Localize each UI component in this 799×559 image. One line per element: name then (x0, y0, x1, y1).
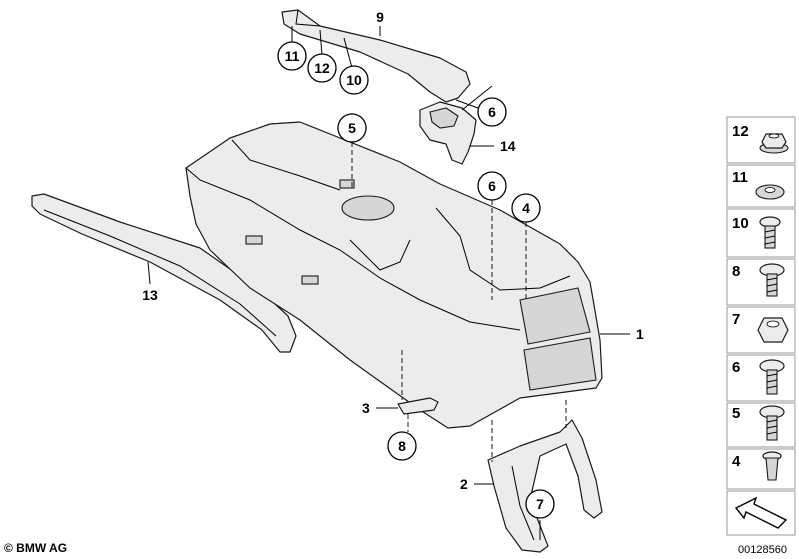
hex-nut-icon (757, 317, 789, 343)
callout-10: 10 (346, 72, 362, 88)
callout-6-mid: 6 (488, 178, 496, 194)
callout-circle-10 (339, 65, 369, 95)
callout-8: 8 (398, 438, 406, 454)
callout-2: 2 (460, 476, 468, 492)
diagram-number: 00128560 (738, 544, 787, 556)
centre-console-part (185, 121, 603, 429)
copyright-text: © BMW AG (4, 541, 67, 555)
callout-circle-6-mid (477, 171, 507, 201)
washer-icon (755, 184, 785, 200)
screw-icon (759, 359, 785, 395)
callout-4: 4 (522, 200, 530, 216)
callout-3: 3 (362, 400, 370, 416)
legend-label-11: 11 (732, 169, 748, 186)
callout-7: 7 (536, 496, 544, 512)
legend-box-10 (726, 208, 796, 258)
small-bracket-part (397, 397, 439, 415)
side-trim-part (31, 193, 297, 353)
clip-part (419, 101, 477, 165)
callout-circle-8 (387, 431, 417, 461)
fastener-legend: 12 11 10 8 7 (726, 116, 796, 536)
callout-6-top: 6 (488, 104, 496, 120)
callout-11: 11 (285, 48, 300, 64)
legend-label-7: 7 (732, 311, 740, 328)
legend-label-10: 10 (732, 215, 749, 232)
screw-icon (759, 405, 785, 441)
expanding-rivet-icon (762, 451, 782, 481)
callout-circle-11 (277, 41, 307, 71)
legend-label-6: 6 (732, 359, 740, 376)
callout-circle-12 (307, 53, 337, 83)
callout-9: 9 (376, 9, 384, 25)
callout-1: 1 (636, 326, 644, 342)
callout-circle-7 (525, 489, 555, 519)
legend-box-8 (726, 258, 796, 306)
callout-circle-4 (511, 193, 541, 223)
callout-14: 14 (500, 138, 516, 154)
holder-bracket-part (487, 419, 603, 553)
legend-label-4: 4 (732, 453, 741, 470)
legend-box-arrow (726, 490, 796, 536)
callout-13: 13 (142, 287, 158, 303)
trim-strip-part (281, 9, 471, 103)
screw-icon (759, 216, 781, 249)
legend-label-12: 12 (732, 123, 749, 140)
callouts: 9 11 12 10 6 14 5 6 4 1 13 3 8 2 7 (142, 9, 644, 519)
callout-5: 5 (348, 120, 356, 136)
legend-box-4 (726, 448, 796, 490)
legend-box-6 (726, 354, 796, 402)
leader-lines (147, 26, 630, 540)
legend-box-11 (726, 164, 796, 208)
direction-arrow-icon (734, 496, 788, 529)
callout-12: 12 (314, 60, 330, 76)
callout-circle-5 (337, 113, 367, 143)
legend-label-8: 8 (732, 263, 740, 280)
flange-nut-icon (759, 133, 789, 154)
callout-circle-6-top (477, 97, 507, 127)
screw-icon (759, 263, 785, 297)
legend-label-5: 5 (732, 405, 740, 422)
